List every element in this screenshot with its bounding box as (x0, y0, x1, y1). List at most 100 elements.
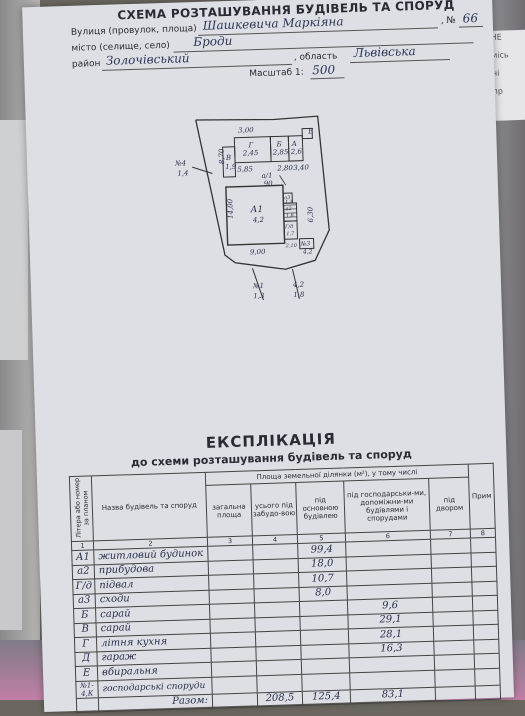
cell-built (254, 601, 300, 618)
cell-note (471, 580, 498, 597)
plan-label: 2,45 (242, 149, 259, 158)
stair-mark (279, 175, 287, 186)
total-built: 208,5 (257, 690, 303, 707)
plan-label: 1,1 (285, 199, 292, 205)
cell-note (472, 595, 498, 611)
plan-label: 4,2 (302, 248, 313, 255)
cell-lit: Г/д (72, 578, 96, 595)
cell-built (255, 630, 301, 647)
cell-main (299, 599, 348, 616)
cell-total (209, 617, 256, 634)
cell-yard (433, 639, 475, 656)
cell-total (211, 675, 258, 694)
document-page: СХЕМА РОЗТАШУВАННЯ БУДІВЕЛЬ ТА СПОРУД Ву… (22, 0, 515, 713)
cell-yard (430, 552, 472, 569)
header-built: усього під забудо-вою (250, 482, 298, 536)
cell-built (252, 543, 299, 560)
cell-yard (433, 625, 474, 641)
cell-main (301, 672, 351, 691)
plan-label: А1 (249, 205, 263, 215)
cell-built (253, 586, 300, 603)
cell-lit: Б (73, 607, 96, 624)
cell-note (471, 566, 497, 582)
building-no3 (299, 237, 315, 250)
plan-label: №4 (174, 159, 186, 167)
cell-yard (434, 654, 475, 670)
cell-note (473, 638, 500, 655)
total-main: 125,4 (302, 689, 351, 706)
header-last: Прим (468, 463, 496, 530)
leader-left (192, 166, 213, 174)
header-litera-text: Літера або номер за планом (72, 477, 90, 538)
cell-total (210, 646, 257, 663)
plan-label: 8,70 (218, 148, 227, 164)
cell-main: 8,0 (298, 585, 348, 602)
plan-label: 1,4 (177, 169, 188, 177)
cell-total (208, 573, 254, 590)
cell-lit: Г (74, 636, 97, 653)
plan-label: 6,30 (307, 206, 316, 222)
plan-label: №3 (300, 240, 311, 247)
site-plan: 3,00 Г 2,45 Б 2,85 А 2,6 Е В 1,9 8,70 5,… (174, 115, 330, 301)
cell-built (254, 615, 301, 632)
cell-lit: В (73, 622, 97, 638)
cell-note (473, 624, 499, 640)
cell-lit: А1 (71, 549, 95, 566)
cell-lit: Е (75, 665, 98, 682)
plan-label: 4,2 (292, 281, 305, 289)
plan-label: 2,10 (285, 243, 298, 249)
building-v (222, 146, 237, 178)
cell-note (474, 667, 501, 686)
plan-label: а3 (284, 195, 290, 201)
plan-label: 3,40 (293, 163, 309, 172)
cell-note (474, 653, 500, 669)
plan-label: В (225, 154, 231, 162)
plan-label: 1,3 (253, 292, 265, 300)
cell-total (210, 631, 256, 648)
building-g1d (283, 220, 299, 240)
plan-label: 1,7 (286, 231, 295, 237)
cell-built (253, 557, 299, 574)
header-litera: Літера або номер за планом (69, 475, 94, 542)
total-aux: 83,1 (350, 686, 436, 704)
total-note (475, 684, 501, 700)
header-name: Назва будівель та споруд (91, 472, 208, 541)
cell-yard (431, 567, 472, 583)
plan-label: Е (307, 127, 313, 135)
plan-label: 9,00 (250, 248, 266, 257)
hatch (283, 204, 297, 218)
cell-yard (432, 596, 473, 612)
cell-total (208, 559, 254, 576)
plan-label: Г/д (284, 224, 293, 230)
plan-label: Б (275, 140, 281, 148)
plan-label: 4,2 (252, 216, 265, 224)
cell-main (300, 643, 350, 660)
cell-note (472, 609, 499, 626)
cell-yard (432, 610, 474, 627)
cell-main (301, 657, 350, 674)
cell-lit: №1-4,К (75, 680, 99, 699)
plan-label: Г (247, 141, 253, 149)
cell-main: 10,7 (298, 570, 347, 587)
leader-bottom-2 (291, 268, 300, 299)
cell-total (207, 544, 254, 561)
plan-label: 3,00 (238, 126, 254, 135)
plan-label: А (290, 140, 297, 148)
cell-yard (431, 581, 473, 598)
building-e (301, 127, 313, 140)
cell-built (256, 673, 303, 693)
background-sheet-left (0, 120, 28, 360)
plan-label: №1 (252, 282, 264, 290)
cell-note (470, 551, 497, 568)
cell-lit: а2 (72, 564, 95, 580)
cell-built (256, 659, 302, 676)
plan-label: 2,85 (272, 148, 289, 157)
cell-main: 99,4 (297, 541, 347, 558)
cell-total (209, 602, 255, 619)
plan-label: 14,00 (226, 198, 235, 219)
plan-label: 90 (264, 180, 274, 188)
leader-bottom-1 (251, 268, 264, 301)
cell-lit: Д (74, 651, 98, 667)
cell-yard (434, 668, 476, 687)
plan-label: 1,8 (286, 213, 294, 219)
